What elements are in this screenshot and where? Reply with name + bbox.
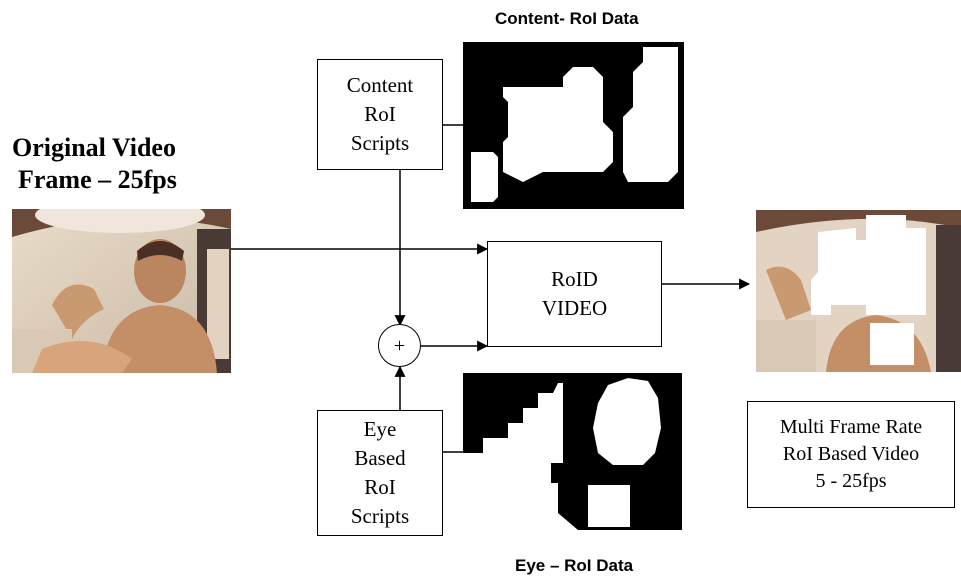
eye-roi-data-heading: Eye – RoI Data bbox=[515, 556, 634, 575]
eye-based-roi-scripts-box: Eye Based RoI Scripts bbox=[317, 410, 443, 536]
output-description-line1: Multi Frame Rate bbox=[779, 416, 923, 438]
output-description-line3: 5 - 25fps bbox=[815, 470, 887, 492]
original-video-title-line1: Original Video bbox=[12, 133, 176, 162]
original-video-title-line2: Frame – 25fps bbox=[18, 165, 177, 194]
original-video-title: Original Video Frame – 25fps bbox=[12, 132, 177, 196]
roid-video-line2: VIDEO bbox=[541, 296, 608, 320]
output-description-line2: RoI Based Video bbox=[782, 443, 920, 465]
content-roi-mask-image bbox=[463, 42, 684, 209]
eye-roi-scripts-line2: Based bbox=[354, 446, 406, 470]
output-video-frame-image bbox=[756, 210, 961, 372]
eye-roi-scripts-line4: Scripts bbox=[350, 504, 410, 528]
original-video-frame-image bbox=[12, 209, 231, 373]
content-roi-data-heading: Content- RoI Data bbox=[495, 9, 639, 28]
eye-roi-mask-image bbox=[463, 373, 682, 530]
content-roi-scripts-box: Content RoI Scripts bbox=[317, 59, 443, 170]
content-roi-scripts-line1: Content bbox=[346, 73, 414, 97]
output-description-box: Multi Frame Rate RoI Based Video 5 - 25f… bbox=[747, 401, 955, 508]
eye-roi-scripts-line1: Eye bbox=[363, 417, 397, 441]
roid-video-box: RoID VIDEO bbox=[487, 241, 662, 347]
content-roi-scripts-line2: RoI bbox=[364, 102, 396, 126]
content-roi-scripts-line3: Scripts bbox=[350, 131, 410, 155]
combiner-circle: + bbox=[378, 324, 421, 367]
roid-video-line1: RoID bbox=[551, 267, 598, 291]
eye-roi-scripts-line3: RoI bbox=[364, 475, 396, 499]
plus-symbol: + bbox=[393, 334, 406, 357]
